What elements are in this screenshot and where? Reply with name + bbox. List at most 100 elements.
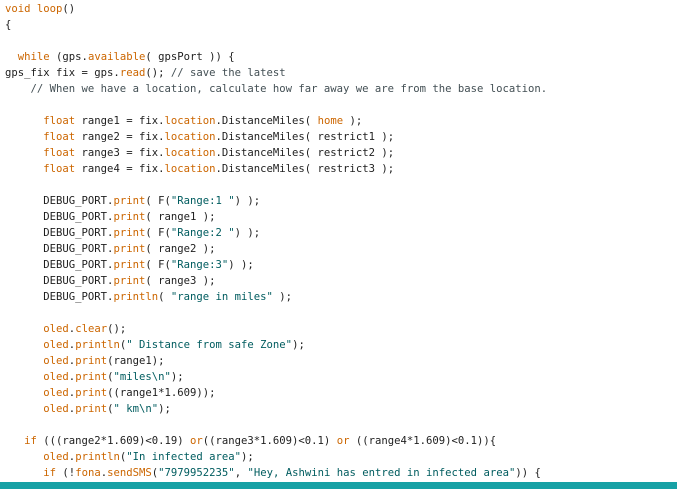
code-text <box>5 387 43 399</box>
code-line: oled.print(range1); <box>5 353 164 369</box>
code-keyword: oled <box>43 323 69 335</box>
code-line: DEBUG_PORT.print( F("Range:2 ") ); <box>5 225 260 241</box>
code-keyword: fona <box>75 467 101 479</box>
code-line: gps_fix fix = gps.read(); // save the la… <box>5 65 286 81</box>
code-keyword: available <box>87 51 146 63</box>
code-line: oled.print((range1*1.609)); <box>5 385 216 401</box>
code-text <box>5 339 43 351</box>
code-line: oled.print("miles\n"); <box>5 369 184 385</box>
code-keyword: oled <box>43 451 69 463</box>
code-text: ( <box>158 291 171 303</box>
code-line: DEBUG_PORT.print( F("Range:3") ); <box>5 257 254 273</box>
code-text: range4 = fix. <box>75 163 165 175</box>
code-text: , <box>234 467 248 479</box>
code-text: DEBUG_PORT. <box>5 211 114 223</box>
code-keyword: print <box>113 211 146 223</box>
code-keyword: println <box>113 291 159 303</box>
code-keyword: if <box>24 435 37 447</box>
code-keyword: oled <box>43 339 69 351</box>
code-keyword: float <box>43 131 76 143</box>
code-text: .DistanceMiles( <box>215 115 318 127</box>
code-text <box>5 51 18 63</box>
code-text <box>5 467 43 479</box>
code-keyword: print <box>113 259 146 271</box>
code-string: "Range:3" <box>170 259 229 271</box>
code-text <box>5 451 43 463</box>
code-text: ( F( <box>145 195 171 207</box>
code-text: DEBUG_PORT. <box>5 275 114 287</box>
code-line: oled.println("In infected area"); <box>5 449 254 465</box>
code-text: DEBUG_PORT. <box>5 195 114 207</box>
code-line: DEBUG_PORT.println( "range in miles" ); <box>5 289 292 305</box>
code-keyword: print <box>75 387 108 399</box>
code-keyword: or <box>189 435 203 447</box>
code-keyword: or <box>336 435 350 447</box>
code-keyword: oled <box>43 403 69 415</box>
code-text: DEBUG_PORT. <box>5 243 114 255</box>
code-text: ( <box>151 467 159 479</box>
code-keyword: oled <box>43 371 69 383</box>
code-text: ((range3*1.609)<0.1) <box>202 435 337 447</box>
code-keyword: print <box>113 227 146 239</box>
code-text: ); <box>170 371 184 383</box>
code-keyword: sendSMS <box>107 467 152 479</box>
code-keyword: void <box>5 3 31 15</box>
code-text: ) ); <box>234 195 261 207</box>
code-text: . <box>68 371 76 383</box>
code-line: // When we have a location, calculate ho… <box>5 81 548 97</box>
code-text: { <box>5 19 12 31</box>
code-keyword: while <box>17 51 50 63</box>
code-text <box>5 163 43 175</box>
code-text <box>5 147 43 159</box>
code-text: ( <box>107 371 114 383</box>
code-keyword: read <box>119 67 146 79</box>
code-text: (gps. <box>49 51 88 63</box>
code-text: DEBUG_PORT. <box>5 227 114 239</box>
code-text: ) ); <box>228 259 254 271</box>
code-line: float range1 = fix.location.DistanceMile… <box>5 113 362 129</box>
code-text: (range1); <box>107 355 165 367</box>
code-line: float range4 = fix.location.DistanceMile… <box>5 161 394 177</box>
code-line: DEBUG_PORT.print( F("Range:1 ") ); <box>5 193 260 209</box>
code-line: DEBUG_PORT.print( range2 ); <box>5 241 216 257</box>
code-text: ( <box>107 403 114 415</box>
code-keyword: println <box>75 339 120 351</box>
code-keyword: print <box>75 371 108 383</box>
code-text: ( <box>119 451 127 463</box>
code-text: range1 = fix. <box>75 115 165 127</box>
editor-status-bar <box>0 482 677 489</box>
code-keyword: location <box>164 131 216 143</box>
code-text: .DistanceMiles( restrict1 ); <box>215 131 395 143</box>
code-text: (); <box>107 323 127 335</box>
code-line: DEBUG_PORT.print( range1 ); <box>5 209 216 225</box>
code-text: ((range1*1.609)); <box>107 387 216 399</box>
code-text: ( <box>119 339 127 351</box>
code-line: { <box>5 17 11 33</box>
code-text: ( range1 ); <box>145 211 216 223</box>
code-string: "Range:1 " <box>170 195 235 207</box>
code-string: "In infected area" <box>126 451 242 463</box>
code-line: oled.print(" km\n"); <box>5 401 171 417</box>
code-keyword: float <box>43 147 76 159</box>
code-text: ((range4*1.609)<0.1)){ <box>349 435 497 447</box>
code-line: oled.clear(); <box>5 321 126 337</box>
code-text: . <box>68 387 76 399</box>
code-text <box>5 355 43 367</box>
code-text: ); <box>158 403 171 415</box>
code-text: . <box>100 467 108 479</box>
code-text: ); <box>272 291 293 303</box>
code-keyword: float <box>43 115 76 127</box>
code-text: ( range2 ); <box>145 243 216 255</box>
code-line: while (gps.available( gpsPort )) { <box>5 49 235 65</box>
code-text: range3 = fix. <box>75 147 165 159</box>
code-line: oled.println(" Distance from safe Zone")… <box>5 337 305 353</box>
code-string: "miles\n" <box>113 371 171 383</box>
code-text <box>5 131 43 143</box>
code-text <box>5 83 31 95</box>
code-keyword: print <box>113 275 146 287</box>
code-text: ); <box>292 339 305 351</box>
code-string: " km\n" <box>113 403 159 415</box>
code-string: "Range:2 " <box>170 227 235 239</box>
code-text: ( gpsPort )) { <box>145 51 235 63</box>
